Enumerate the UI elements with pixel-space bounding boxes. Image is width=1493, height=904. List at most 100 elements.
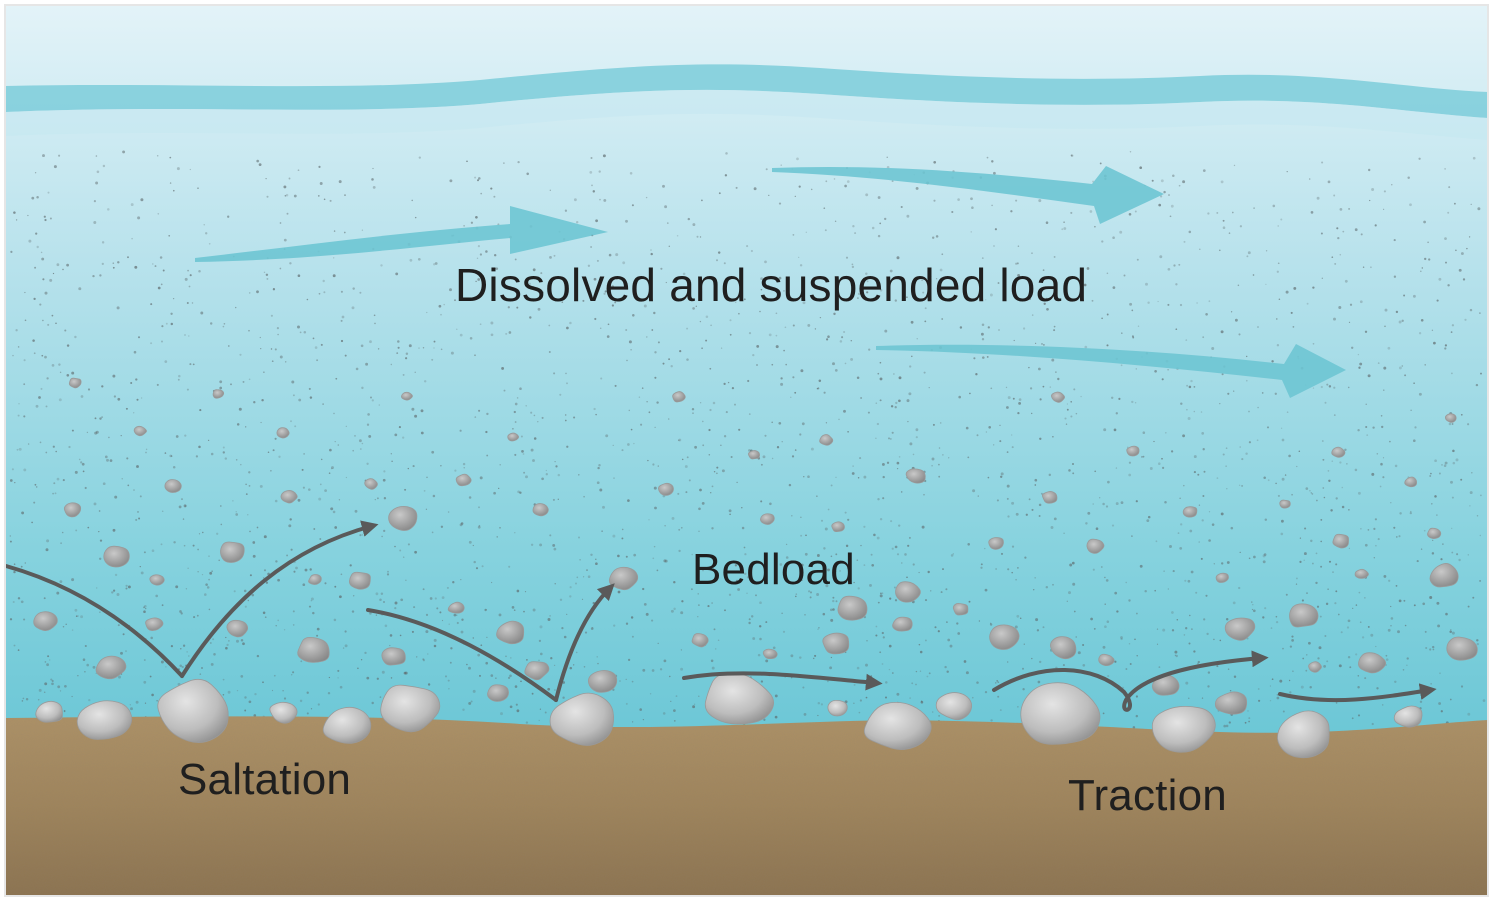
suspended-particle <box>1174 654 1177 656</box>
suspended-particle <box>645 612 649 616</box>
suspended-particle <box>702 420 704 423</box>
suspended-particle <box>317 195 320 197</box>
suspended-particle <box>50 678 53 681</box>
suspended-particle <box>1413 604 1416 607</box>
suspended-particle <box>760 680 764 683</box>
suspended-particle <box>360 344 364 348</box>
suspended-particle <box>630 616 634 619</box>
suspended-particle <box>725 152 728 155</box>
suspended-particle <box>198 269 201 273</box>
suspended-particle <box>397 340 400 343</box>
suspended-particle <box>1432 645 1435 649</box>
suspended-particle <box>265 581 269 584</box>
suspended-particle <box>781 612 783 614</box>
suspended-particle <box>748 449 751 452</box>
suspended-particle <box>638 396 641 398</box>
suspended-particle <box>477 245 480 248</box>
suspended-particle <box>1011 545 1015 548</box>
suspended-particle <box>376 677 379 680</box>
suspended-particle <box>291 380 295 384</box>
suspended-particle <box>785 363 787 366</box>
suspended-particle <box>306 712 309 715</box>
suspended-particle <box>1135 368 1138 370</box>
suspended-particle <box>36 196 39 199</box>
suspended-particle <box>1376 453 1379 455</box>
suspended-particle <box>702 569 704 572</box>
suspended-particle <box>80 461 83 464</box>
suspended-particle <box>1164 500 1167 504</box>
suspended-particle <box>1149 467 1153 470</box>
suspended-particle <box>43 597 46 600</box>
suspended-particle <box>1172 174 1175 177</box>
pebble <box>1331 446 1346 458</box>
suspended-particle <box>680 526 683 529</box>
suspended-particle <box>459 429 462 432</box>
pebble <box>1098 653 1115 667</box>
suspended-particle <box>1380 415 1383 417</box>
suspended-particle <box>907 420 909 423</box>
suspended-particle <box>1022 327 1026 330</box>
suspended-particle <box>1062 664 1065 667</box>
suspended-particle <box>807 475 810 479</box>
suspended-particle <box>490 321 494 325</box>
suspended-particle <box>970 231 972 233</box>
suspended-particle <box>799 264 803 267</box>
suspended-particle <box>931 464 933 467</box>
suspended-particle <box>189 274 192 277</box>
suspended-particle <box>595 562 598 566</box>
suspended-particle <box>260 347 262 350</box>
suspended-particle <box>921 279 923 282</box>
suspended-particle <box>337 669 340 672</box>
pebble <box>1214 691 1248 715</box>
suspended-particle <box>1327 470 1330 472</box>
suspended-particle <box>723 382 726 386</box>
suspended-particle <box>260 421 262 424</box>
suspended-particle <box>1319 615 1322 618</box>
suspended-particle <box>877 372 880 375</box>
suspended-particle <box>696 235 699 238</box>
suspended-particle <box>684 465 688 468</box>
suspended-particle <box>1147 515 1151 519</box>
suspended-particle <box>60 542 62 545</box>
suspended-particle <box>514 421 517 423</box>
suspended-particle <box>1131 400 1134 404</box>
suspended-particle <box>1266 426 1270 429</box>
suspended-particle <box>282 690 284 692</box>
suspended-particle <box>1455 458 1459 462</box>
suspended-particle <box>139 495 142 498</box>
suspended-particle <box>523 610 525 613</box>
suspended-particle <box>266 195 269 198</box>
suspended-particle <box>189 168 191 171</box>
pebble <box>1086 538 1105 554</box>
suspended-particle <box>1022 667 1024 670</box>
suspended-particle <box>1344 448 1347 452</box>
suspended-particle <box>59 371 62 374</box>
suspended-particle <box>873 533 876 537</box>
suspended-particle <box>402 436 405 439</box>
suspended-particle <box>74 470 78 474</box>
suspended-particle <box>896 692 900 696</box>
suspended-particle <box>389 634 393 637</box>
suspended-particle <box>824 527 828 531</box>
suspended-particle <box>213 653 216 656</box>
suspended-particle <box>1018 401 1022 405</box>
suspended-particle <box>852 225 855 228</box>
suspended-particle <box>853 581 855 584</box>
suspended-particle <box>839 569 842 572</box>
suspended-particle <box>652 463 655 466</box>
suspended-particle <box>477 278 481 281</box>
suspended-particle <box>832 362 835 366</box>
suspended-particle <box>888 437 890 440</box>
suspended-particle <box>248 329 250 332</box>
suspended-particle <box>1424 257 1427 261</box>
suspended-particle <box>485 430 488 434</box>
suspended-particle <box>760 277 764 281</box>
suspended-particle <box>756 345 760 348</box>
suspended-particle <box>1169 215 1172 218</box>
suspended-particle <box>809 591 813 594</box>
suspended-particle <box>673 720 676 722</box>
suspended-particle <box>258 163 262 167</box>
suspended-particle <box>175 585 179 589</box>
suspended-particle <box>23 415 26 418</box>
suspended-particle <box>1121 332 1123 334</box>
